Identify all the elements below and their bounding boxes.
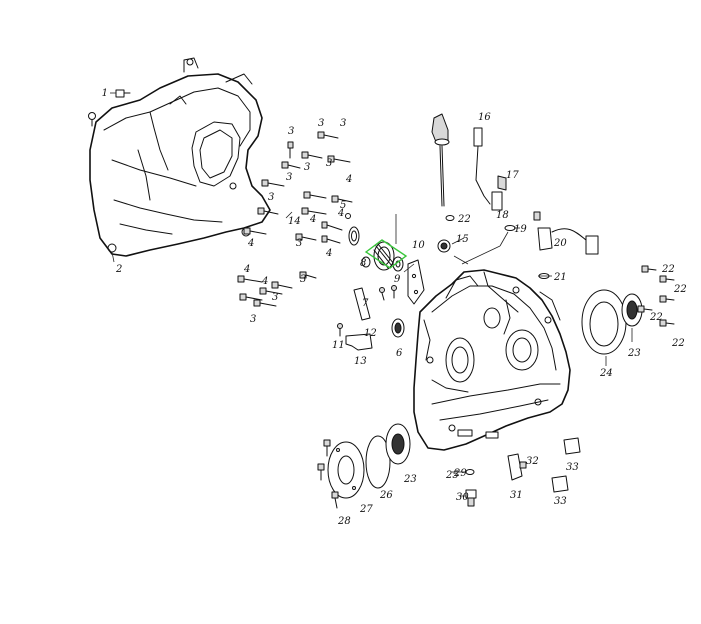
callout-23: 23 [403, 474, 417, 485]
callout-4: 4 [309, 214, 316, 225]
callout-3: 3 [288, 126, 294, 137]
callout-22: 22 [649, 312, 663, 323]
callout-3: 3 [340, 118, 346, 129]
callout-26: 26 [379, 490, 393, 501]
callout-20: 20 [553, 238, 567, 249]
callout-22: 22 [457, 214, 471, 225]
callout-4: 4 [337, 208, 344, 219]
callout-13: 13 [354, 356, 367, 367]
seal-25 [385, 423, 411, 465]
callout-14: 14 [288, 216, 301, 227]
o-ring-26 [365, 435, 391, 489]
bolt-group-upper [243, 131, 353, 244]
washer-left [88, 112, 96, 127]
callout-3: 3 [300, 274, 306, 285]
crankcase-main [413, 269, 571, 451]
speed-sensor [473, 127, 516, 231]
callout-9: 9 [394, 274, 401, 285]
callout-3: 3 [286, 172, 292, 183]
callout-22: 22 [661, 264, 675, 275]
right-gasket-24 [581, 289, 627, 355]
callout-8: 8 [360, 258, 366, 269]
lower-flange-27 [327, 441, 365, 499]
right-bolts [637, 265, 675, 327]
callout-11: 11 [332, 340, 345, 351]
callout-10: 10 [412, 240, 425, 251]
callout-7: 7 [362, 298, 369, 309]
callout-4: 4 [247, 238, 254, 249]
callout-15: 15 [456, 234, 469, 245]
position-sensor [533, 211, 599, 279]
crankcase-cover-left [89, 57, 271, 257]
callout-25: 25 [445, 470, 459, 481]
callout-6: 6 [396, 348, 403, 359]
highlighted-bearing [364, 239, 408, 272]
callout-29: 29 [453, 468, 467, 479]
bolt-group-lower [237, 271, 317, 307]
callout-3: 3 [272, 292, 278, 303]
callout-21: 21 [553, 272, 567, 283]
callout-22: 22 [673, 284, 687, 295]
oil-seal-15 [437, 239, 451, 253]
callout-5: 5 [340, 200, 346, 211]
callout-labels: 1 2 3 3 3 3 3 3 3 3 3 3 3 4 4 4 4 4 4 4 … [102, 88, 687, 527]
shift-mechanism [337, 213, 425, 351]
callout-4: 4 [345, 174, 352, 185]
callout-31: 31 [510, 490, 523, 501]
callout-3: 3 [326, 158, 332, 169]
callout-12: 12 [364, 328, 377, 339]
bolt-part-1 [115, 89, 131, 98]
callout-1: 1 [102, 88, 108, 99]
callout-3: 3 [296, 238, 302, 249]
callout-27: 27 [359, 504, 373, 515]
callout-28: 28 [337, 516, 351, 527]
callout-3: 3 [304, 162, 310, 173]
washer-29 [465, 469, 475, 475]
callout-32: 32 [526, 456, 539, 467]
right-seal-23 [621, 293, 643, 327]
callout-30: 30 [456, 492, 469, 503]
callout-16: 16 [478, 112, 491, 123]
callout-19: 19 [514, 224, 527, 235]
bracket-31 [507, 453, 527, 481]
callout-24: 24 [599, 368, 613, 379]
lower-bolts-28 [317, 439, 339, 509]
callout-leaders [110, 92, 633, 497]
callout-23: 23 [627, 348, 641, 359]
callout-4: 4 [261, 276, 268, 287]
callout-2: 2 [115, 264, 122, 275]
dipstick-assembly [431, 113, 455, 221]
callout-18: 18 [496, 210, 509, 221]
callout-33: 33 [554, 496, 567, 507]
callout-33: 33 [566, 462, 579, 473]
callout-3: 3 [268, 192, 274, 203]
caps-33 [551, 437, 581, 493]
callout-17: 17 [506, 170, 519, 181]
callout-4: 4 [325, 248, 332, 259]
callout-22: 22 [671, 338, 685, 349]
callout-3: 3 [250, 314, 256, 325]
callout-3: 3 [318, 118, 324, 129]
callout-4: 4 [243, 264, 250, 275]
drain-plug-30 [465, 489, 477, 507]
